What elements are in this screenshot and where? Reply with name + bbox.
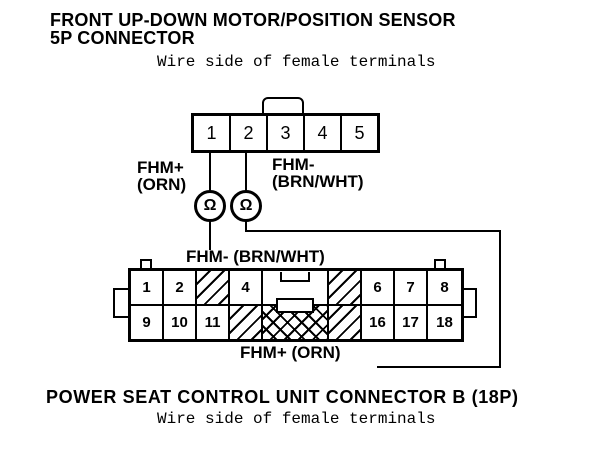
pin-cell-2: 2: [164, 271, 197, 306]
missing-pin-cell: [230, 306, 263, 339]
pin-cell-8: 8: [428, 271, 461, 306]
pin-cell-11: 11: [197, 306, 230, 339]
pin-cell-4: 4: [230, 271, 263, 306]
pin-5: 5: [354, 122, 365, 143]
wire-probe-right-down: [245, 221, 247, 232]
wire-horizontal-lower: [377, 366, 501, 368]
wire-pin2-to-probe: [245, 151, 247, 191]
pin-cell-18: 18: [436, 314, 453, 331]
wire-label-bottom: FHM+ (ORN): [240, 343, 341, 362]
wire-vertical-right: [499, 230, 501, 368]
pin-cell-6: 6: [362, 271, 395, 306]
missing-pin-cell: [329, 306, 362, 339]
header-subtitle: Wire side of female terminals: [157, 53, 436, 71]
latch-bracket: [280, 272, 310, 282]
label-fhm-minus: FHM-: [272, 155, 315, 174]
footer-title: POWER SEAT CONTROL UNIT CONNECTOR B (18P…: [46, 387, 519, 407]
ohm-symbol: Ω: [203, 197, 217, 214]
pin-cell-10: 10: [164, 306, 197, 339]
center-latch: [276, 298, 314, 313]
ohm-symbol: Ω: [239, 197, 253, 214]
pin-cell-7: 7: [395, 271, 428, 306]
pin-4: 4: [305, 116, 342, 150]
wire-label-top: FHM- (BRN/WHT): [186, 247, 325, 266]
pin-2: 2: [231, 116, 268, 150]
label-fhm-plus: FHM+: [137, 158, 184, 177]
ohmmeter-probe-left: Ω: [194, 190, 226, 222]
header-title-line2: 5P CONNECTOR: [50, 28, 195, 48]
pin-1: 1: [194, 116, 231, 150]
wire-horizontal-upper: [245, 230, 501, 232]
header-title-line1: FRONT UP-DOWN MOTOR/POSITION SENSOR: [50, 10, 456, 30]
pin-cell-16: 16: [362, 306, 395, 339]
pin-3: 3: [268, 116, 305, 150]
label-fhm-minus-color: (BRN/WHT): [272, 172, 364, 191]
pin-cell-17: 17: [395, 306, 428, 339]
connector-5p: 1 2 3 4 5: [191, 113, 380, 153]
pin-cell-1: 1: [131, 271, 164, 306]
missing-pin-cell: [329, 271, 362, 306]
wire-probe-left-down: [209, 221, 211, 250]
wire-pin1-to-probe: [209, 151, 211, 191]
label-fhm-plus-color: (ORN): [137, 175, 187, 194]
footer-subtitle: Wire side of female terminals: [157, 410, 436, 428]
pin-cell-9: 9: [131, 306, 164, 339]
ohmmeter-probe-right: Ω: [230, 190, 262, 222]
missing-pin-cell: [197, 271, 230, 306]
